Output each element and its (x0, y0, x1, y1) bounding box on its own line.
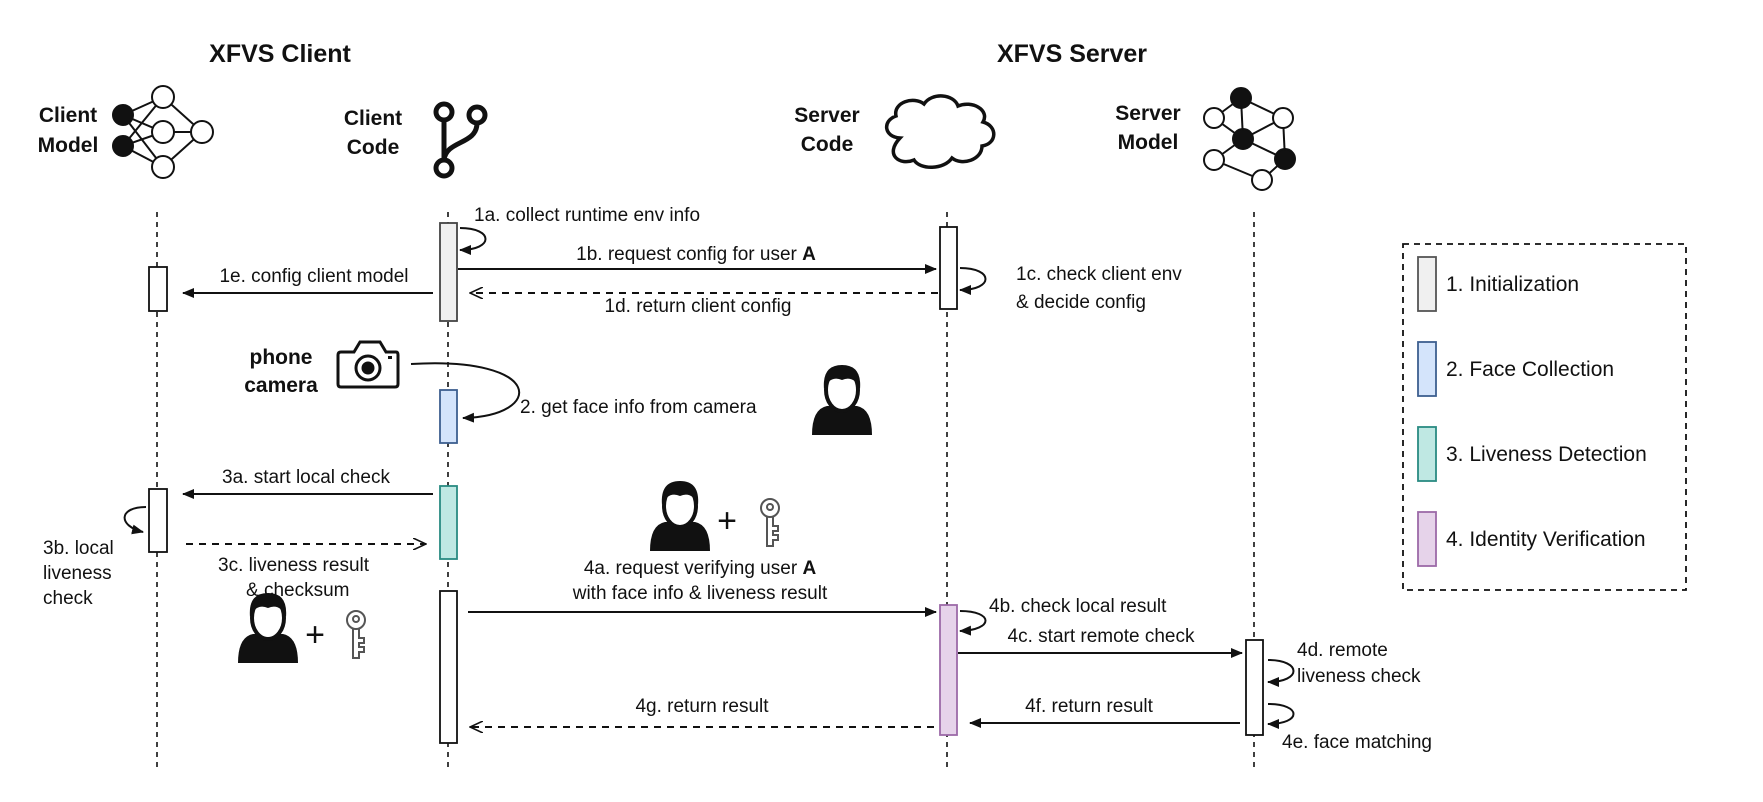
server-model-label-2: Model (1118, 131, 1179, 154)
legend-label-3: 3. Liveness Detection (1446, 443, 1647, 466)
camera-icon (336, 340, 400, 389)
person-icon (650, 481, 710, 551)
neural-network-icon (112, 85, 214, 179)
activation-client-code-verify (439, 590, 458, 744)
msg-4g: 4g. return result (635, 696, 769, 717)
msg-1b-user: A (802, 244, 816, 265)
msg-4a-text: 4a. request verifying user (584, 558, 803, 579)
activation-server-model-verify (1245, 639, 1264, 736)
legend-swatch-2 (1417, 341, 1437, 397)
phone-camera-label-1: phone (250, 346, 313, 369)
key-icon (760, 498, 780, 547)
msg-3b-line2: liveness (43, 563, 112, 584)
msg-1c-line2: & decide config (1016, 292, 1146, 313)
server-model-label-1: Server (1115, 102, 1180, 125)
msg-4a-line2: with face info & liveness result (572, 583, 828, 604)
client-header: XFVS Client (209, 40, 351, 68)
legend-border (1402, 243, 1687, 591)
arrow-4e-self (1267, 703, 1295, 729)
msg-1d: 1d. return client config (605, 296, 792, 317)
msg-4e: 4e. face matching (1282, 732, 1432, 753)
arrow-4d-self (1267, 659, 1295, 687)
client-model-label-1: Client (39, 104, 97, 127)
msg-1a: 1a. collect runtime env info (474, 205, 700, 226)
graph-network-icon (1203, 87, 1296, 191)
legend-label-1: 1. Initialization (1446, 273, 1579, 296)
actor-client-code: Client Code (344, 101, 488, 179)
activation-client-code-init (439, 222, 458, 322)
plus-sign: + (305, 616, 325, 654)
legend-label-4: 4. Identity Verification (1446, 528, 1646, 551)
activation-client-code-liveness (439, 485, 458, 560)
activation-server-code-init (939, 226, 958, 310)
legend-swatch-1 (1417, 256, 1437, 312)
msg-3a: 3a. start local check (222, 467, 390, 488)
actor-client-model: Client Model (38, 85, 214, 179)
legend-label-2: 2. Face Collection (1446, 358, 1614, 381)
msg-1e: 1e. config client model (219, 266, 408, 287)
activation-client-code-face (439, 389, 458, 444)
msg-1b-text: 1b. request config for user (576, 244, 802, 265)
activation-client-model-local-check (148, 488, 168, 553)
plus-sign: + (717, 502, 737, 540)
arrow-4b-self (959, 610, 987, 636)
server-code-label-1: Server (794, 104, 859, 127)
msg-4b: 4b. check local result (989, 596, 1167, 617)
git-branch-icon (433, 101, 488, 179)
msg-4d-line2: liveness check (1297, 666, 1421, 687)
msg-3b-line1: 3b. local (43, 538, 114, 559)
phone-camera-label-2: camera (244, 374, 318, 397)
key-icon (346, 610, 366, 659)
activation-client-model-config (148, 266, 168, 312)
arrow-1c-self (959, 267, 987, 295)
legend-swatch-4 (1417, 511, 1437, 567)
arrow-2 (410, 362, 520, 423)
msg-1b: 1b. request config for user A (576, 244, 816, 265)
arrow-1a-self (459, 227, 487, 255)
client-code-label-1: Client (344, 107, 402, 130)
msg-4f: 4f. return result (1025, 696, 1153, 717)
actor-server-model: Server Model (1115, 87, 1296, 191)
server-code-label-2: Code (801, 133, 854, 156)
client-model-label-2: Model (38, 134, 99, 157)
msg-1c-line1: 1c. check client env (1016, 264, 1182, 285)
person-icon (238, 593, 298, 663)
legend-swatch-3 (1417, 426, 1437, 482)
msg-4a-line1: 4a. request verifying user A (584, 558, 817, 579)
activation-server-code-verify (939, 604, 958, 736)
arrow-3b-self (123, 506, 147, 535)
msg-3b-line3: check (43, 588, 93, 609)
person-icon (812, 365, 872, 435)
legend: 1. Initialization 2. Face Collection 3. Li… (1402, 243, 1687, 591)
client-code-label-2: Code (347, 136, 400, 159)
server-header: XFVS Server (997, 40, 1147, 68)
msg-4c: 4c. start remote check (1008, 626, 1195, 647)
msg-4d-line1: 4d. remote (1297, 640, 1388, 661)
cloud-icon (885, 94, 996, 169)
actor-server-code: Server Code (794, 94, 996, 169)
msg-2: 2. get face info from camera (520, 397, 757, 418)
msg-4a-user: A (802, 558, 816, 579)
msg-3c-line1: 3c. liveness result (218, 555, 370, 576)
